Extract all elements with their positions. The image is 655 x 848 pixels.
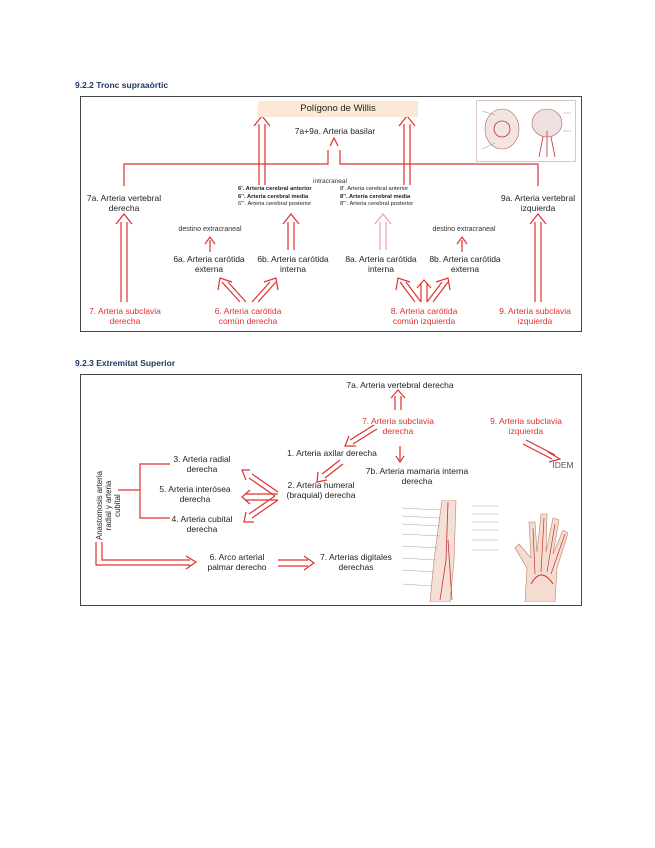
brain-illustration-icon: [481, 108, 571, 158]
willis-left-item: 6'''. Arteria cerebral posterior: [238, 201, 312, 207]
brain-anatomy-image: [476, 100, 576, 162]
vertebral-right-2: 7a. Arteria vertebral derecha: [346, 380, 454, 390]
willis-intracranial-header: intracraneal: [313, 178, 347, 185]
willis-polygon-box: Polígono de Willis: [258, 101, 418, 117]
willis-list-left-side: 8'. Arteria cerebral anterior 8''. Arter…: [340, 186, 413, 209]
arm-labels-right: [472, 500, 500, 560]
section-title-supraaortic: 9.2.2 Tronc supraaòrtic: [75, 80, 169, 90]
willis-right-item: 8'. Arteria cerebral anterior: [340, 186, 409, 192]
hand-anatomy-image: [505, 508, 577, 603]
willis-left-item: 6''. Arteria cerebral media: [238, 193, 309, 200]
willis-right-item: 8''. Arteria cerebral media: [340, 193, 411, 200]
label-lines-icon: [472, 505, 498, 551]
axilar-artery: 1. Arteria axilar derecha: [287, 448, 377, 458]
arm-anatomy-image: [400, 499, 472, 603]
extracranial-left: destino extracraneal: [432, 226, 496, 233]
willis-right-item: 8'''. Arteria cerebral posterior: [340, 201, 414, 207]
anastomosis-label: Anastomosis arteria radial y arteria cub…: [95, 471, 122, 540]
extracranial-right: destino extracraneal: [178, 226, 242, 233]
arm-illustration-icon: [401, 499, 457, 603]
humeral-artery: 2. Arteria humeral(braquial) derecha: [286, 480, 356, 500]
basilar-artery: 7a+9a. Arteria basilar: [294, 126, 376, 136]
willis-list-right-side: 6'. Arteria cerebral anterior 6''. Arter…: [238, 186, 312, 209]
section-title-upper-limb: 9.2.3 Extremitat Superior: [75, 358, 176, 368]
hand-illustration-icon: [514, 513, 569, 603]
idem-label: IDEM: [552, 460, 574, 470]
willis-left-item: 6'. Arteria cerebral anterior: [238, 186, 312, 192]
